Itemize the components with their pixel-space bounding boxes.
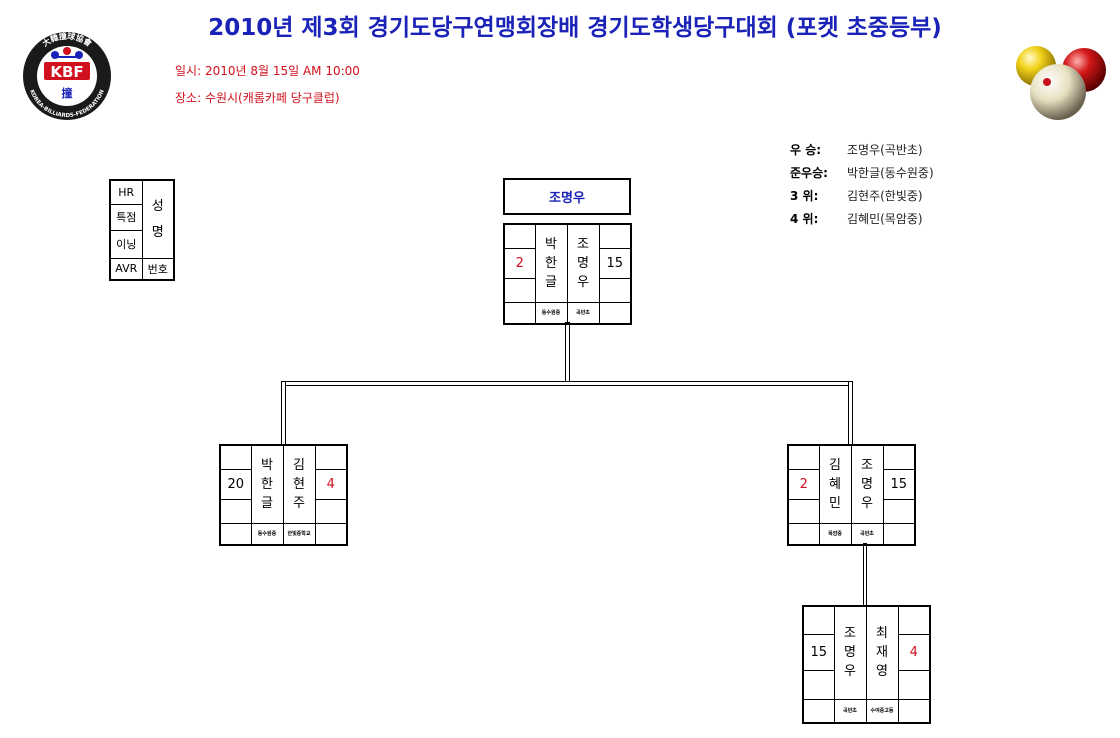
player-school: 곡반초 bbox=[566, 301, 600, 325]
player-name: 김 현 주 bbox=[282, 444, 316, 524]
result-row: 4 위: 김혜민(목암중) bbox=[790, 207, 934, 230]
player-score: 2 bbox=[787, 468, 820, 500]
player-school: 동수원중 bbox=[534, 301, 568, 325]
player-name: 조 명 우 bbox=[833, 605, 867, 700]
result-row: 우 승: 조명우(곡반초) bbox=[790, 138, 934, 161]
player-name: 박 한 글 bbox=[250, 444, 284, 524]
connector-horizontal bbox=[281, 381, 853, 386]
date-line: 일시: 2010년 8월 15일 AM 10:00 bbox=[175, 64, 360, 78]
logo-letters: KBF bbox=[50, 63, 83, 81]
connector-right-drop bbox=[848, 381, 853, 446]
player-name: 조 명 우 bbox=[850, 444, 884, 524]
result-value: 김현주(한빛중) bbox=[847, 189, 923, 203]
player-score: 15 bbox=[882, 468, 916, 500]
result-value: 김혜민(목암중) bbox=[847, 212, 923, 226]
player-name: 박 한 글 bbox=[534, 223, 568, 303]
player-name: 최 재 영 bbox=[865, 605, 899, 700]
legend-hr: HR bbox=[109, 179, 143, 205]
player-school: 곡반초 bbox=[833, 698, 867, 724]
player-score: 20 bbox=[219, 468, 252, 500]
legend-avr: AVR bbox=[109, 257, 143, 281]
connector-left-drop bbox=[281, 381, 286, 446]
legend-box: HR 성 명 특점 이닝 AVR 번호 bbox=[109, 179, 175, 281]
result-label: 4 위: bbox=[790, 212, 819, 226]
result-value: 조명우(곡반초) bbox=[847, 143, 923, 157]
player-name: 김 혜 민 bbox=[818, 444, 852, 524]
player-score: 4 bbox=[314, 468, 348, 500]
logo-center-glyph: 撞 bbox=[62, 86, 73, 100]
player-score: 15 bbox=[802, 633, 835, 671]
results-list: 우 승: 조명우(곡반초) 준우승: 박한글(동수원중) 3 위: 김현주(한빛… bbox=[790, 138, 934, 230]
legend-name: 성 명 bbox=[141, 179, 175, 259]
connector-quarter-stem bbox=[863, 543, 867, 607]
result-value: 박한글(동수원중) bbox=[847, 166, 934, 180]
kbf-logo-icon: 大韓撞球協會 KOREA-BILLIARDS-FEDERATION KBF 撞 bbox=[23, 31, 111, 120]
player-score: 4 bbox=[897, 633, 931, 671]
result-row: 3 위: 김현주(한빛중) bbox=[790, 184, 934, 207]
connector-final-stem bbox=[565, 322, 570, 386]
page-title: 2010년 제3회 경기도당구연맹회장배 경기도학생당구대회 (포켓 초중등부) bbox=[208, 15, 942, 41]
player-school: 목암중 bbox=[818, 522, 852, 546]
result-label: 준우승: bbox=[790, 166, 828, 180]
venue-line: 장소: 수원시(캐롬카페 당구클럽) bbox=[175, 91, 340, 105]
legend-points: 특점 bbox=[109, 203, 143, 231]
legend-number: 번호 bbox=[141, 257, 175, 281]
player-score: 2 bbox=[503, 247, 536, 279]
player-school: 곡반초 bbox=[850, 522, 884, 546]
player-score: 15 bbox=[598, 247, 632, 279]
legend-innings: 이닝 bbox=[109, 229, 143, 259]
player-name: 조 명 우 bbox=[566, 223, 600, 303]
result-label: 우 승: bbox=[790, 143, 822, 157]
result-label: 3 위: bbox=[790, 189, 819, 203]
player-school: 수여중고등 bbox=[865, 698, 899, 724]
player-school: 동수원중 bbox=[250, 522, 284, 546]
player-school: 한빛중학교 bbox=[282, 522, 316, 546]
result-row: 준우승: 박한글(동수원중) bbox=[790, 161, 934, 184]
billiard-balls-icon bbox=[1016, 46, 1106, 120]
champion-box: 조명우 bbox=[503, 178, 631, 215]
